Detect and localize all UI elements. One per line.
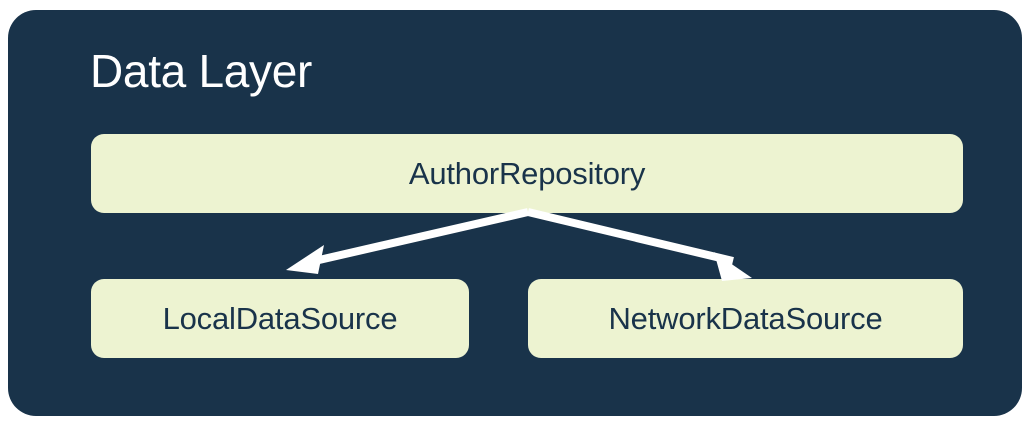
- node-network-data-source[interactable]: NetworkDataSource: [528, 279, 963, 358]
- node-local-data-source-label: LocalDataSource: [162, 300, 398, 336]
- page-title: Data Layer: [90, 45, 313, 97]
- node-network-data-source-label: NetworkDataSource: [608, 300, 883, 336]
- node-author-repository[interactable]: AuthorRepository: [91, 134, 963, 213]
- node-author-repository-label: AuthorRepository: [408, 155, 646, 191]
- node-local-data-source[interactable]: LocalDataSource: [91, 279, 469, 358]
